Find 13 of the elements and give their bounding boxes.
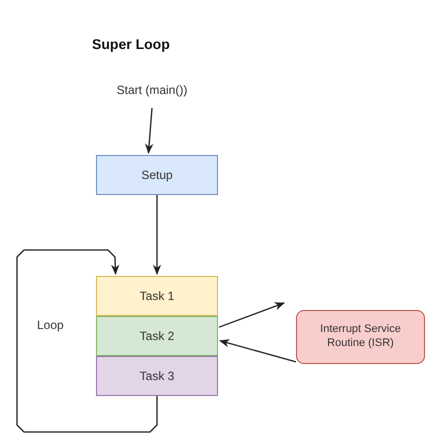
arrow bbox=[218, 302, 285, 328]
loop-label: Loop bbox=[37, 318, 64, 332]
arrow bbox=[219, 339, 296, 362]
process-box: Task 1 bbox=[96, 276, 218, 316]
arrow bbox=[145, 108, 154, 154]
process-box: Setup bbox=[96, 155, 218, 195]
process-box: Task 2 bbox=[96, 316, 218, 356]
arrow bbox=[16, 249, 158, 433]
arrow bbox=[152, 195, 162, 276]
process-box: Task 3 bbox=[96, 356, 218, 396]
diagram-title: Super Loop bbox=[92, 36, 170, 52]
start-label: Start (main()) bbox=[100, 80, 204, 100]
interrupt-routine-box: Interrupt Service Routine (ISR) bbox=[296, 310, 425, 364]
